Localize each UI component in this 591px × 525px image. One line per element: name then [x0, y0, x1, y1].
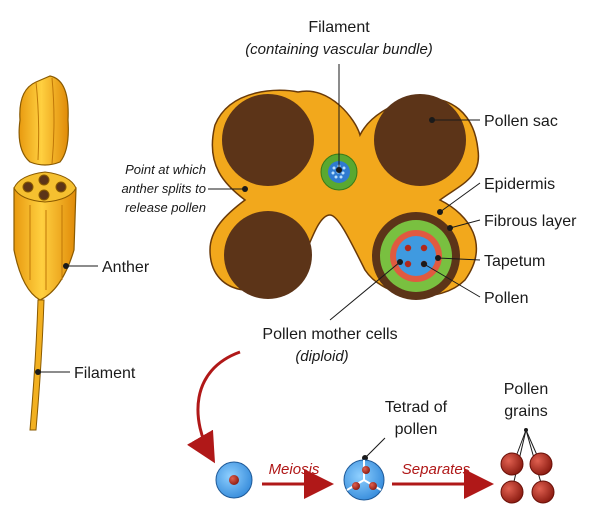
label-tetrad-1: Tetrad of [385, 399, 448, 416]
label-meiosis: Meiosis [269, 461, 320, 478]
stamen-anther-top [13, 171, 77, 203]
pollen-grains [500, 452, 555, 504]
label-split-point-2: anther splits to [121, 181, 206, 196]
pollen-sac-top-left [222, 94, 314, 186]
stamen-anther-body [13, 187, 77, 301]
label-split-point-3: release pollen [125, 200, 206, 215]
label-anther: Anther [102, 259, 150, 276]
label-grains-2: grains [504, 403, 548, 420]
label-tapetum: Tapetum [484, 253, 545, 270]
anther-cross-section [209, 89, 480, 300]
leader-lines [35, 64, 544, 491]
label-mother-cells-sub: (diploid) [295, 348, 348, 365]
stamen-illustration [13, 75, 77, 431]
label-filament-top-sub: (containing vascular bundle) [245, 41, 433, 58]
label-fibrous-layer: Fibrous layer [484, 213, 577, 230]
meiosis-process [187, 350, 555, 504]
pollen-sac-bottom-left [224, 211, 312, 299]
label-filament-left: Filament [74, 365, 136, 382]
label-pollen: Pollen [484, 290, 528, 307]
label-grains-1: Pollen [504, 381, 548, 398]
label-separates: Separates [402, 461, 471, 478]
label-pollen-sac: Pollen sac [484, 113, 558, 130]
label-filament-top: Filament [308, 19, 370, 36]
labels: Filament (containing vascular bundle) Po… [74, 19, 577, 478]
stamen-filament [29, 299, 45, 431]
label-tetrad-2: pollen [395, 421, 438, 438]
label-epidermis: Epidermis [484, 176, 555, 193]
label-mother-cells: Pollen mother cells [262, 326, 397, 343]
stamen-anther-cap [18, 75, 69, 166]
label-split-point-1: Point at which [125, 162, 206, 177]
pollen-mother-cells-area [396, 236, 436, 276]
pollen-sac-top-right [374, 94, 466, 186]
